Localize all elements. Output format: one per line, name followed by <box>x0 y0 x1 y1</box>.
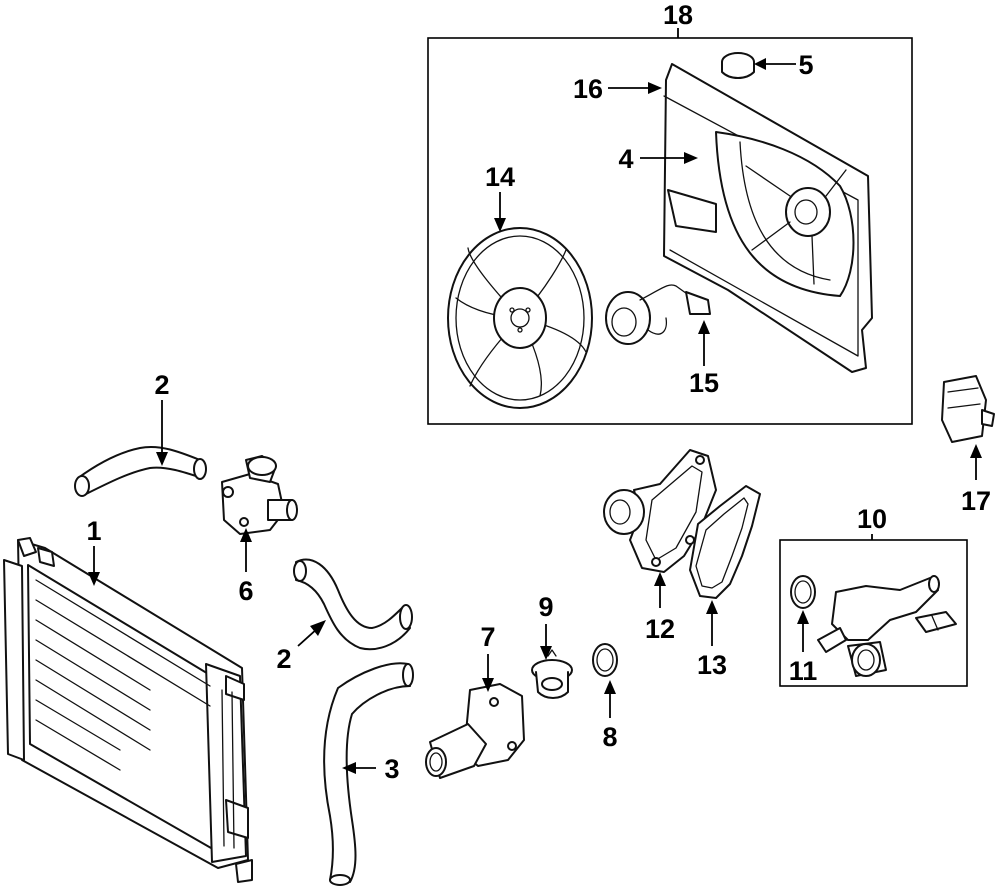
coolant-outlet-housing <box>817 575 940 677</box>
leader-lines <box>88 28 982 774</box>
callout-1: 1 <box>86 516 101 546</box>
callout-7: 7 <box>480 622 495 652</box>
water-outlet-fitting <box>221 455 298 535</box>
fan-control-module <box>941 375 995 443</box>
coolant-temperature-sensor <box>915 611 957 633</box>
thermostat-gasket <box>592 643 618 677</box>
callout-4: 4 <box>618 144 633 174</box>
callout-8: 8 <box>602 722 617 752</box>
lower-radiator-hose-upper <box>293 558 413 651</box>
upper-radiator-hose <box>74 446 207 497</box>
callout-2-upper: 2 <box>154 370 169 400</box>
callout-2-lower: 2 <box>276 644 291 674</box>
callout-3: 3 <box>384 754 399 784</box>
thermostat-housing-box <box>779 539 968 687</box>
outlet-o-ring <box>790 575 816 609</box>
water-pump-gasket <box>689 485 761 599</box>
callout-17: 17 <box>961 486 991 516</box>
callout-11: 11 <box>789 656 818 686</box>
callout-5: 5 <box>798 50 813 80</box>
callout-12: 12 <box>645 614 675 644</box>
callout-labels: 18 5 16 4 14 15 2 6 1 2 3 7 9 8 12 13 10… <box>86 0 991 784</box>
fan-assembly-box <box>427 37 913 425</box>
callout-15: 15 <box>689 368 719 398</box>
callout-18: 18 <box>663 0 693 30</box>
thermostat-housing <box>425 683 525 779</box>
reservoir-cap <box>721 52 755 79</box>
callout-16: 16 <box>573 74 603 104</box>
callout-13: 13 <box>697 650 727 680</box>
fan-motor <box>605 284 711 345</box>
water-pump <box>603 449 717 573</box>
callout-10: 10 <box>857 504 887 534</box>
fan-shroud <box>663 63 873 373</box>
radiator <box>3 537 253 883</box>
callout-6: 6 <box>238 576 253 606</box>
cooling-fan <box>447 227 593 409</box>
thermostat <box>531 649 573 699</box>
lower-radiator-hose <box>323 662 414 886</box>
callout-14: 14 <box>485 162 515 192</box>
callout-9: 9 <box>538 592 553 622</box>
